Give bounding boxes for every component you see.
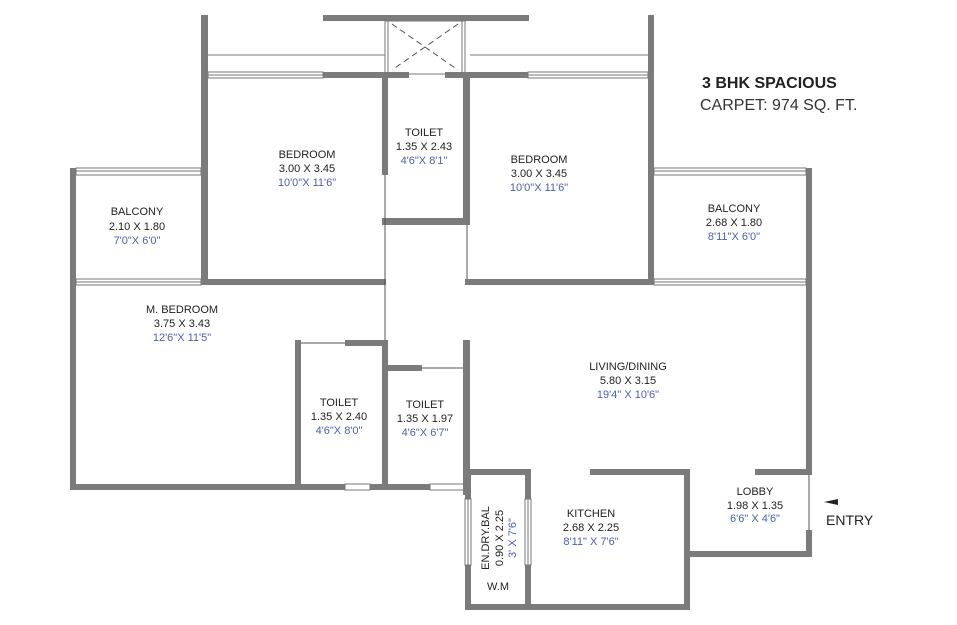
- svg-text:3.75 X 3.43: 3.75 X 3.43: [154, 318, 210, 330]
- svg-text:BALCONY: BALCONY: [708, 203, 761, 215]
- room-toilet-left: TOILET 1.35 X 2.40 4'6"X 8'0": [311, 397, 367, 437]
- svg-text:EN.DRY.BAL: EN.DRY.BAL: [480, 506, 492, 570]
- room-balcony-left: BALCONY 2.10 X 1.80 7'0"X 6'0": [109, 206, 165, 247]
- svg-text:TOILET: TOILET: [406, 399, 445, 411]
- svg-text:5.80 X 3.15: 5.80 X 3.15: [600, 375, 656, 387]
- room-bedroom-2: BEDROOM 3.00 X 3.45 10'0"X 11'6": [510, 154, 568, 194]
- room-toilet-top: TOILET 1.35 X 2.43 4'6"X 8'1": [396, 127, 452, 167]
- room-lobby: LOBBY 1.98 X 1.35 6'6" X 4'6": [727, 486, 783, 525]
- room-bedroom-1: BEDROOM 3.00 X 3.45 10'0"X 11'6": [278, 149, 336, 189]
- room-kitchen: KITCHEN 2.68 X 2.25 8'11" X 7'6": [563, 508, 619, 548]
- svg-text:3' X 7'6": 3' X 7'6": [507, 518, 519, 558]
- walls: [70, 15, 812, 610]
- svg-text:M. BEDROOM: M. BEDROOM: [146, 304, 218, 316]
- room-toilet-mid: TOILET 1.35 X 1.97 4'6"X 6'7": [397, 399, 453, 439]
- svg-text:2.68 X 1.80: 2.68 X 1.80: [706, 217, 762, 229]
- room-master-bedroom: M. BEDROOM 3.75 X 3.43 12'6"X 11'5": [146, 304, 218, 344]
- windows-and-lines: [75, 20, 838, 566]
- svg-text:3.00 X 3.45: 3.00 X 3.45: [511, 168, 567, 180]
- svg-text:12'6"X 11'5": 12'6"X 11'5": [153, 332, 211, 344]
- svg-text:TOILET: TOILET: [405, 127, 444, 139]
- svg-text:3.00 X 3.45: 3.00 X 3.45: [279, 163, 335, 175]
- svg-text:BALCONY: BALCONY: [111, 206, 164, 218]
- svg-text:10'0"X 11'6": 10'0"X 11'6": [278, 177, 336, 189]
- svg-text:2.68 X 2.25: 2.68 X 2.25: [563, 522, 619, 534]
- room-balcony-right: BALCONY 2.68 X 1.80 8'11"X 6'0": [706, 203, 762, 243]
- svg-text:6'6" X 4'6": 6'6" X 4'6": [730, 513, 780, 525]
- svg-text:1.35 X 1.97: 1.35 X 1.97: [397, 413, 453, 425]
- plan-title: 3 BHK SPACIOUS: [702, 75, 837, 92]
- svg-text:1.98 X 1.35: 1.98 X 1.35: [727, 500, 783, 512]
- svg-text:BEDROOM: BEDROOM: [511, 154, 568, 166]
- svg-text:KITCHEN: KITCHEN: [567, 508, 615, 520]
- svg-text:1.35 X 2.40: 1.35 X 2.40: [311, 411, 367, 423]
- svg-text:10'0"X 11'6": 10'0"X 11'6": [510, 182, 568, 194]
- svg-text:8'11"X 6'0": 8'11"X 6'0": [708, 231, 760, 243]
- svg-text:W.M: W.M: [487, 581, 509, 593]
- svg-text:4'6"X 8'1": 4'6"X 8'1": [401, 155, 448, 167]
- svg-text:19'4" X 10'6": 19'4" X 10'6": [597, 389, 659, 401]
- svg-text:LOBBY: LOBBY: [737, 486, 774, 498]
- svg-text:BEDROOM: BEDROOM: [279, 149, 336, 161]
- svg-text:1.35 X 2.43: 1.35 X 2.43: [396, 141, 452, 153]
- room-dry-balcony: EN.DRY.BAL 0.90 X 2.25 3' X 7'6" W.M: [480, 506, 519, 593]
- svg-text:4'6"X 6'7": 4'6"X 6'7": [402, 427, 449, 439]
- svg-text:7'0"X 6'0": 7'0"X 6'0": [114, 235, 161, 247]
- svg-text:LIVING/DINING: LIVING/DINING: [589, 361, 667, 373]
- svg-text:2.10 X 1.80: 2.10 X 1.80: [109, 221, 165, 233]
- carpet-area: CARPET: 974 SQ. FT.: [700, 97, 857, 114]
- svg-text:4'6"X 8'0": 4'6"X 8'0": [316, 425, 363, 437]
- svg-text:0.90 X 2.25: 0.90 X 2.25: [494, 510, 506, 566]
- room-living-dining: LIVING/DINING 5.80 X 3.15 19'4" X 10'6": [589, 361, 667, 401]
- entry-arrow-icon: [824, 499, 838, 505]
- svg-text:8'11" X 7'6": 8'11" X 7'6": [563, 536, 618, 548]
- svg-text:TOILET: TOILET: [320, 397, 359, 409]
- entry-label: ENTRY: [826, 512, 874, 528]
